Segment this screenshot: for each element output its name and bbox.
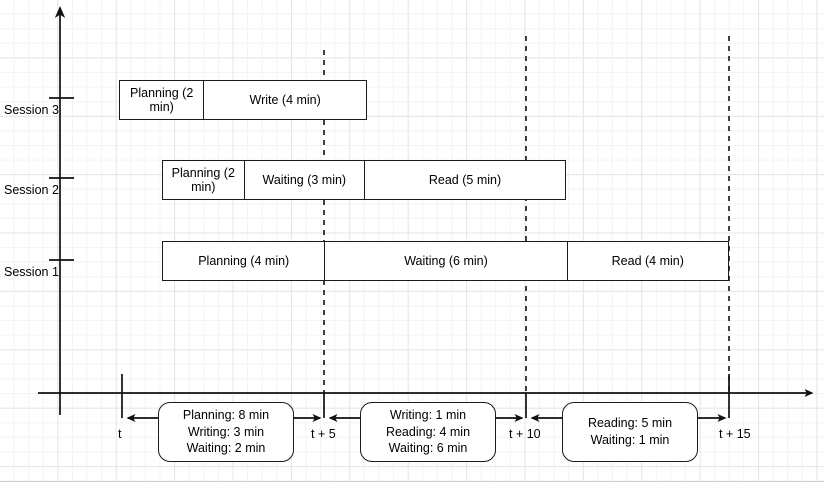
summary-line: Writing: 3 min	[187, 424, 265, 439]
session-axis-line	[49, 6, 74, 415]
session-axis-tick-label-2: Session 2	[4, 183, 59, 197]
summary-line: Reading: 5 min	[587, 416, 673, 431]
session-2-segment-waiting[interactable]: Waiting (3 min)	[243, 161, 364, 199]
summary-box-t5-to-t10[interactable]: Writing: 1 min Reading: 4 min Waiting: 6…	[360, 402, 496, 462]
time-axis-tick-label-t-plus-15: t + 15	[719, 427, 751, 441]
time-axis-tick-label-t-plus-10: t + 10	[509, 427, 541, 441]
summary-line: Planning: 8 min	[182, 407, 270, 422]
session-3-segment-planning[interactable]: Planning (2 min)	[130, 85, 194, 114]
time-marker-dashed-lines	[323, 36, 730, 393]
summary-box-t10-to-t15[interactable]: Reading: 5 min Waiting: 1 min	[562, 402, 698, 462]
session-3-segment-writing[interactable]: Write (4 min)	[203, 81, 366, 119]
session-2-bar: Planning (2 min) Waiting (3 min) Read (5…	[162, 160, 566, 200]
summary-box-t-to-t5[interactable]: Planning: 8 min Writing: 3 min Waiting: …	[158, 402, 294, 462]
time-marker-droplines	[121, 374, 730, 418]
summary-line: Waiting: 2 min	[186, 441, 266, 456]
session-2-segment-reading[interactable]: Read (5 min)	[364, 161, 565, 199]
time-axis-tick-label-t-plus-5: t + 5	[311, 427, 336, 441]
session-3-bar: Planning (2 min) Write (4 min)	[119, 80, 367, 120]
session-axis-tick-label-1: Session 1	[4, 265, 59, 279]
session-1-segment-reading[interactable]: Read (4 min)	[566, 242, 728, 280]
time-axis-tick-label-t: t	[118, 427, 122, 441]
summary-line: Waiting: 6 min	[388, 441, 468, 456]
session-2-segment-planning[interactable]: Planning (2 min)	[171, 165, 235, 194]
session-1-segment-waiting[interactable]: Waiting (6 min)	[324, 242, 566, 280]
summary-line: Writing: 1 min	[389, 407, 467, 422]
summary-line: Reading: 4 min	[385, 424, 471, 439]
session-axis-tick-label-3: Session 3	[4, 103, 59, 117]
summary-line: Waiting: 1 min	[590, 433, 670, 447]
session-1-bar: Planning (4 min) Waiting (6 min) Read (4…	[162, 241, 729, 281]
session-1-segment-planning[interactable]: Planning (4 min)	[198, 253, 290, 268]
